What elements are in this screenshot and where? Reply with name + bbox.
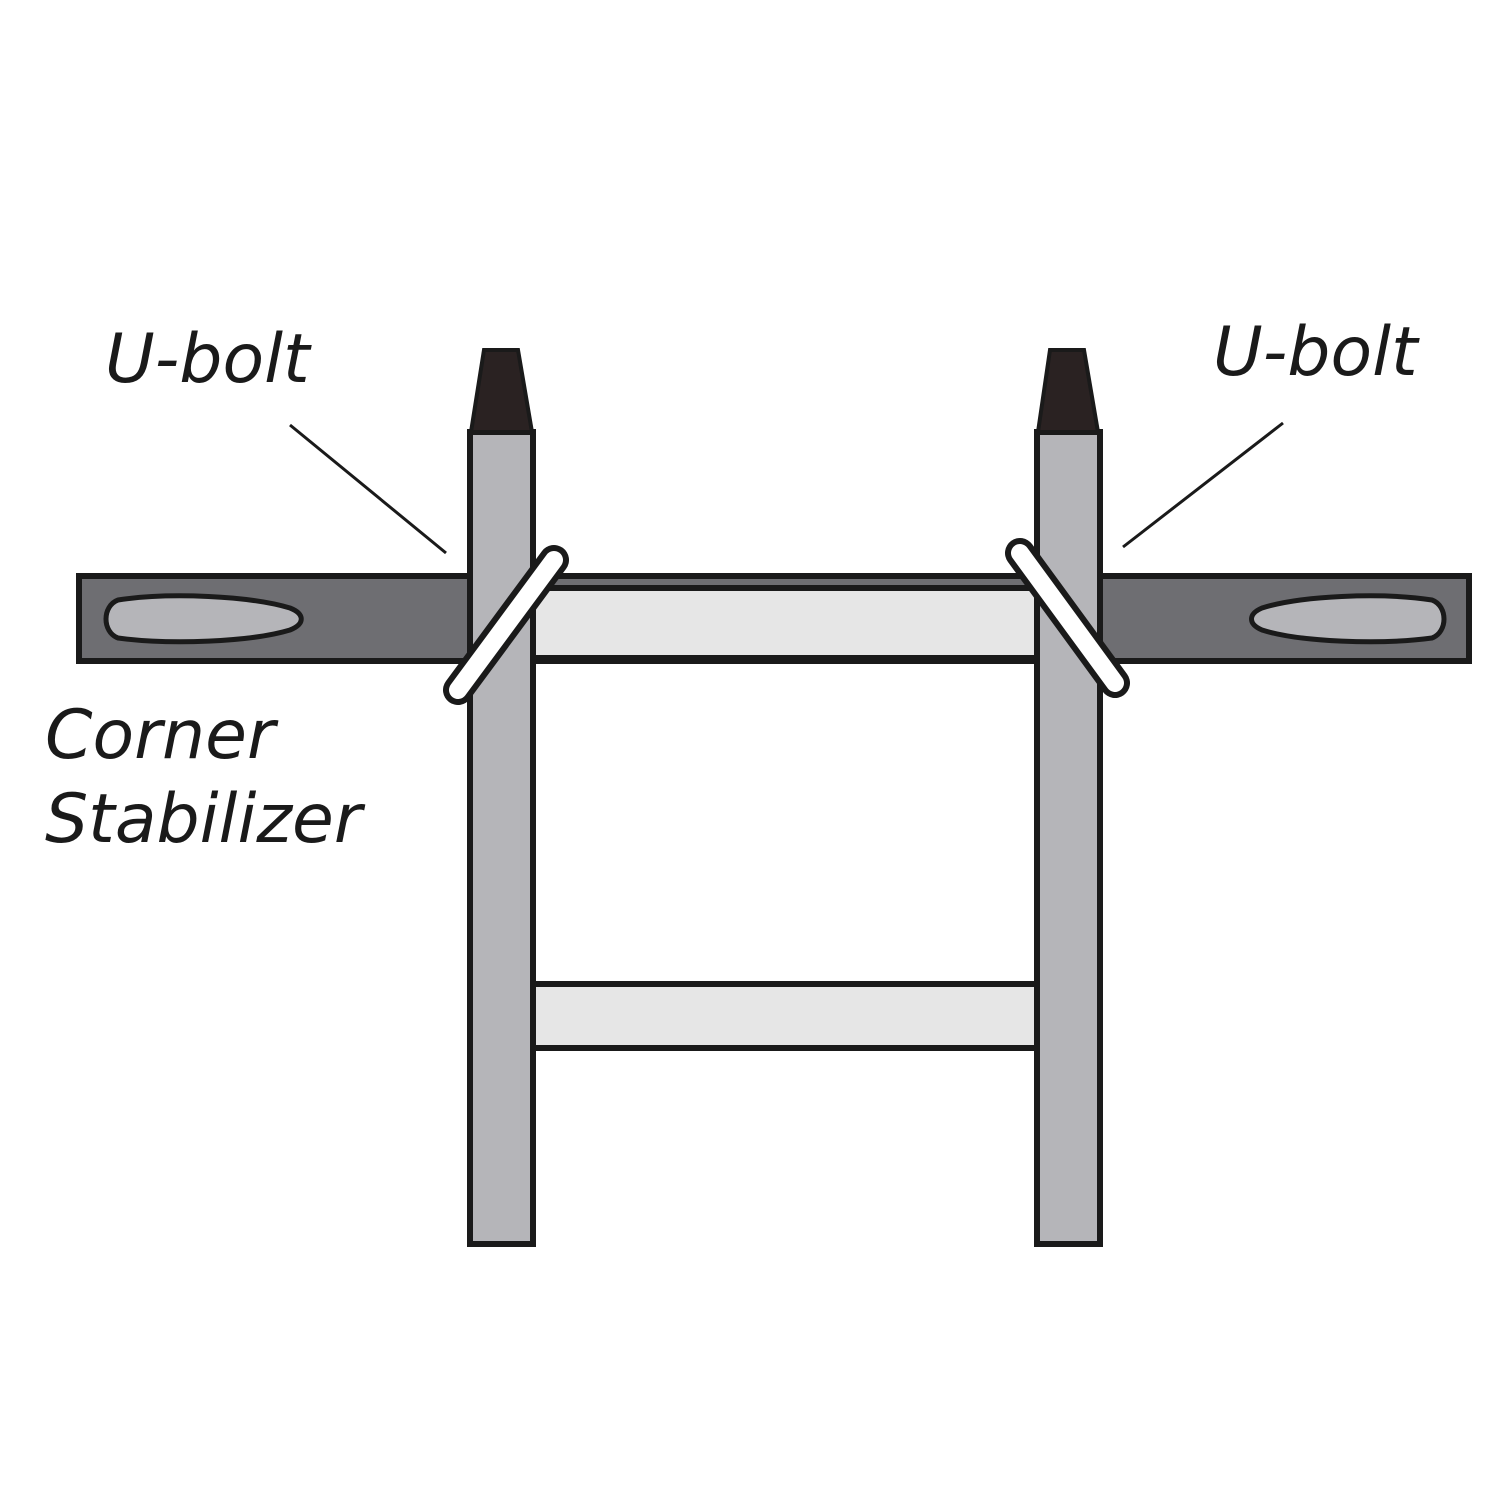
ladder-rung-top — [527, 585, 1043, 661]
ladder-rungs — [527, 585, 1043, 1051]
u-bolt-right — [1005, 538, 1130, 698]
label-stabilizer: Stabilizer — [45, 780, 366, 859]
u-bolt-left — [443, 545, 569, 705]
label-corner: Corner — [45, 696, 279, 775]
rail-left-end-cap — [468, 348, 535, 434]
ladder-rung-bottom — [527, 981, 1043, 1051]
rail-left-body — [467, 429, 536, 1247]
label-u-bolt-right: U-bolt — [1213, 313, 1420, 392]
leader-line-right — [1122, 421, 1284, 549]
rail-right-end-cap — [1035, 348, 1101, 434]
rail-right-body — [1034, 429, 1103, 1247]
label-u-bolt-left: U-bolt — [105, 320, 312, 399]
stabilizer-slot-right — [1249, 593, 1447, 645]
stabilizer-slot-left — [103, 593, 304, 645]
ladder-rail-right — [1034, 348, 1103, 1247]
leader-line-left — [289, 423, 447, 555]
ladder-rail-left — [467, 348, 536, 1247]
